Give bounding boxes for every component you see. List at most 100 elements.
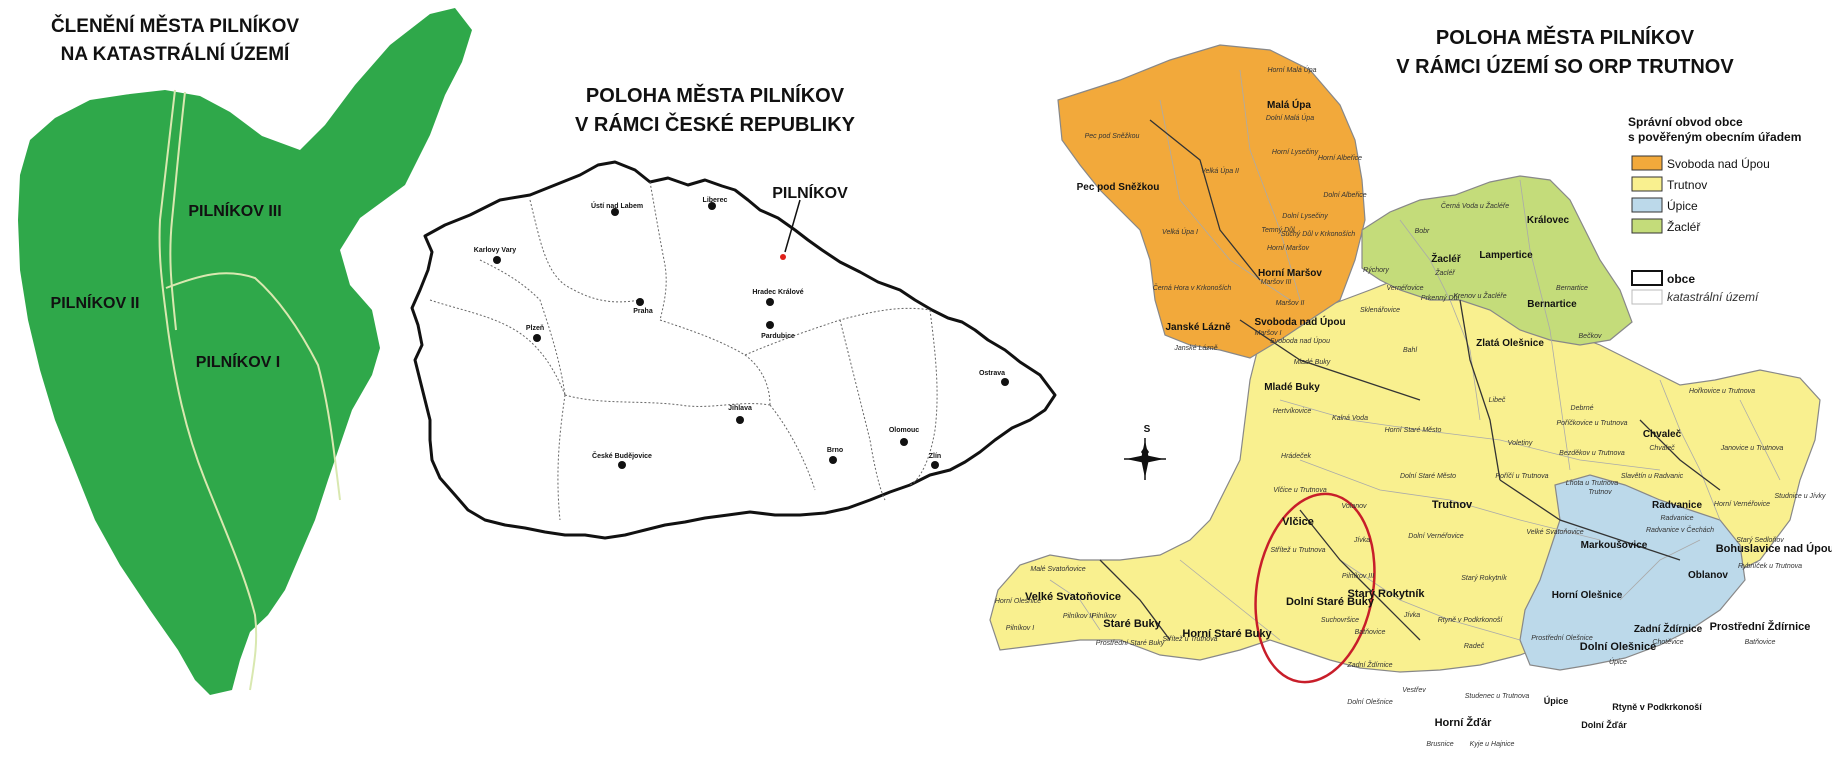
town-label: Kyje u Hajnice: [1470, 741, 1515, 748]
town-label: Malé Svatoňovice: [1030, 566, 1085, 573]
town-label: Mladé Buky: [1264, 382, 1320, 393]
cadastral-boundary: [165, 272, 341, 501]
town-label: Studnice u Jívky: [1775, 493, 1826, 500]
city-label: Karlovy Vary: [474, 247, 517, 254]
town-label: Horní Staré Buky: [1182, 628, 1272, 640]
city-label: Praha: [633, 308, 653, 315]
city-dot: [618, 461, 626, 469]
town-label: Sklenářovice: [1360, 307, 1400, 314]
cadastral-boundary: [158, 89, 176, 331]
pilnikov-territory: [18, 8, 472, 695]
town-label: Hrádeček: [1281, 453, 1311, 460]
cadastral-boundary: [167, 329, 258, 691]
legend-label-upice: Úpice: [1667, 198, 1698, 213]
legend-swatch-svoboda: [1631, 155, 1663, 171]
district-upice: [1519, 474, 1746, 671]
legend-title-line2: s pověřeným obecním úřadem: [1628, 130, 1801, 144]
town-label: Janské Lázně: [1165, 322, 1230, 333]
town-label: Horní Maršov: [1267, 245, 1310, 252]
town-label: Horní Olešnice: [995, 598, 1041, 605]
town-label: Dolní Albeřice: [1323, 192, 1366, 199]
area-label-pilnikov-iii: PILNÍKOV III: [188, 201, 281, 220]
town-label: Vlčice u Trutnova: [1273, 487, 1327, 494]
town-label: Zadní Ždírnice: [1634, 622, 1703, 635]
town-label: Vestřev: [1402, 687, 1426, 694]
town-label: Bernartice: [1527, 299, 1577, 310]
compass-north-label: S: [1144, 424, 1151, 435]
town-label: Brusnice: [1426, 741, 1453, 748]
legend-swatch-katastr: [1631, 289, 1663, 305]
town-label: Dolní Staré Město: [1400, 473, 1456, 480]
city-label: Ústí nad Labem: [591, 201, 643, 210]
city-dot: [493, 256, 501, 264]
town-label: Dolní Olešnice: [1580, 641, 1656, 653]
town-label: Radvanice: [1660, 515, 1693, 522]
pilnikov-pointer-line: [784, 199, 801, 253]
town-label: Vlčice: [1282, 516, 1314, 528]
town-label: Rybníček u Trutnova: [1738, 563, 1802, 570]
town-label: Svoboda nad Úpou: [1254, 315, 1345, 328]
town-label: Chotěvice: [1652, 639, 1683, 646]
legend-label-katastr: katastrální území: [1667, 290, 1760, 304]
city-label: Pardubice: [761, 333, 795, 340]
city-dot: [636, 298, 644, 306]
town-label: Horní Vernéřovice: [1714, 501, 1770, 508]
pilnikov-highlight-ellipse: [1254, 492, 1376, 684]
town-label: Janovice u Trutnova: [1720, 445, 1784, 452]
town-label: Zlatá Olešnice: [1476, 338, 1544, 349]
town-label: Malá Úpa: [1267, 98, 1311, 111]
town-label: Dolní Žďár: [1581, 719, 1627, 730]
city-label: Brno: [827, 447, 843, 454]
legend-label-trutnov: Trutnov: [1667, 178, 1707, 192]
city-label: Ostrava: [979, 370, 1005, 377]
city-dot: [931, 461, 939, 469]
town-label: Střítež u Trutnova: [1162, 636, 1217, 643]
town-label: Rtyně v Podkrkonoší: [1612, 702, 1702, 712]
city-dot: [766, 321, 774, 329]
town-label: Maršov III: [1261, 279, 1292, 286]
panel-czech-republic: [410, 160, 1057, 540]
town-label: Markoušovice: [1581, 540, 1648, 551]
town-label: Starý Rokytník: [1347, 588, 1425, 600]
town-label: Svoboda nad Úpou: [1270, 336, 1330, 345]
town-label: Dolní Lysečiny: [1282, 213, 1328, 220]
town-label: Mladé Buky: [1294, 359, 1331, 366]
town-label: Suchovršice: [1321, 617, 1359, 624]
town-label: Radeč: [1464, 643, 1485, 650]
panel-cadastral: [18, 8, 472, 695]
town-label: Pilníkov II: [1063, 613, 1093, 620]
town-label: Rýchory: [1363, 267, 1389, 274]
region-boundaries: [429, 181, 938, 521]
city-label: Plzeň: [526, 325, 544, 332]
panel2-title-line2: V RÁMCI ČESKÉ REPUBLIKY: [575, 112, 856, 136]
legend-label-zacler: Žacléř: [1667, 219, 1701, 234]
town-label: Krenov u Žacléře: [1453, 291, 1506, 300]
town-label: Vernéřovice: [1386, 285, 1423, 292]
town-label: Dolní Staré Buky: [1286, 596, 1375, 608]
town-label: Rtyně v Podkrkonoší: [1438, 617, 1504, 624]
town-label: Radvanice: [1652, 500, 1702, 511]
town-label: Chvaleč: [1643, 429, 1682, 440]
town-label: Velká Úpa II: [1201, 166, 1239, 175]
town-label: Batňovice: [1355, 629, 1386, 636]
city-label: České Budějovice: [592, 451, 652, 460]
town-label: Horní Žďár: [1435, 716, 1493, 729]
town-label: Horní Albeřice: [1318, 155, 1362, 162]
town-label: Dolní Olešnice: [1347, 699, 1393, 706]
city-dot: [708, 202, 716, 210]
town-label: Pilníkov: [1092, 613, 1117, 620]
town-label: Batňovice: [1745, 639, 1776, 646]
town-label: Voletiny: [1508, 440, 1533, 447]
city-dot: [1001, 378, 1009, 386]
town-label: Poříčí u Trutnova: [1495, 473, 1548, 480]
town-label: Bobr: [1415, 228, 1430, 235]
town-label: Temný Důl: [1261, 226, 1295, 234]
city-dot: [766, 298, 774, 306]
town-label: Zadní Ždírnice: [1346, 660, 1392, 669]
town-label: Dolní Vernéřovice: [1408, 533, 1463, 540]
town-label: Pilníkov I: [1006, 625, 1034, 632]
town-label: Bernartice: [1556, 285, 1588, 292]
legend-swatch-obce: [1631, 270, 1663, 286]
cadastral-boundary: [169, 91, 186, 331]
